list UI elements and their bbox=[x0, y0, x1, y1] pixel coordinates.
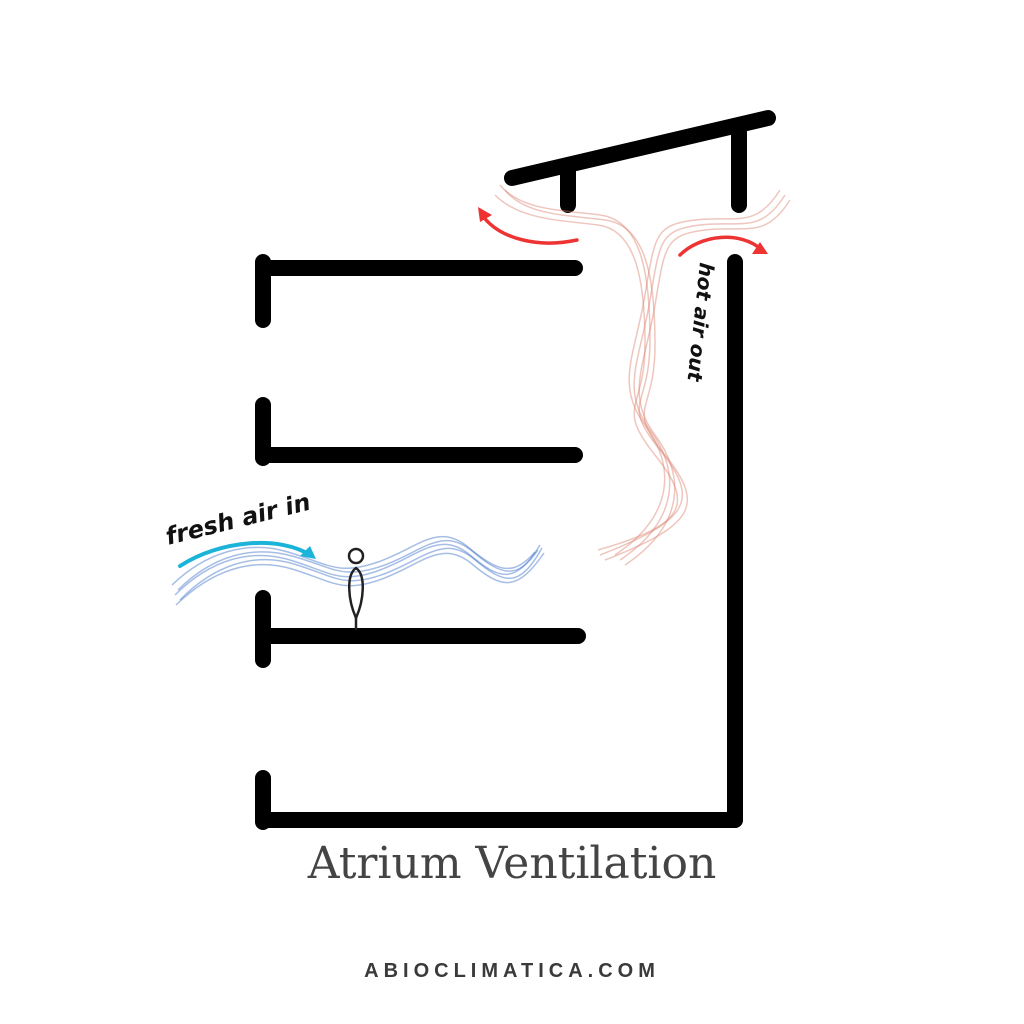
hot-air-arrow-right-icon bbox=[678, 235, 764, 257]
hot-air-label: hot air out bbox=[682, 261, 718, 384]
hot-air-stream bbox=[494, 184, 791, 566]
website-link: ABIOCLIMATICA.COM bbox=[364, 960, 660, 982]
hot-air-arrowhead-left bbox=[478, 207, 492, 222]
person-icon bbox=[347, 547, 365, 630]
hot-air-arrowhead-right bbox=[752, 242, 768, 254]
fresh-air-stream bbox=[171, 535, 545, 606]
hot-air-arrow-left-icon bbox=[480, 213, 579, 245]
fresh-air-label: fresh air in bbox=[163, 488, 314, 551]
diagram-title: Atrium Ventilation bbox=[307, 838, 717, 889]
building-walls bbox=[255, 110, 776, 830]
fresh-air-arrow-icon bbox=[178, 541, 314, 568]
fresh-air-arrowhead bbox=[300, 546, 316, 559]
